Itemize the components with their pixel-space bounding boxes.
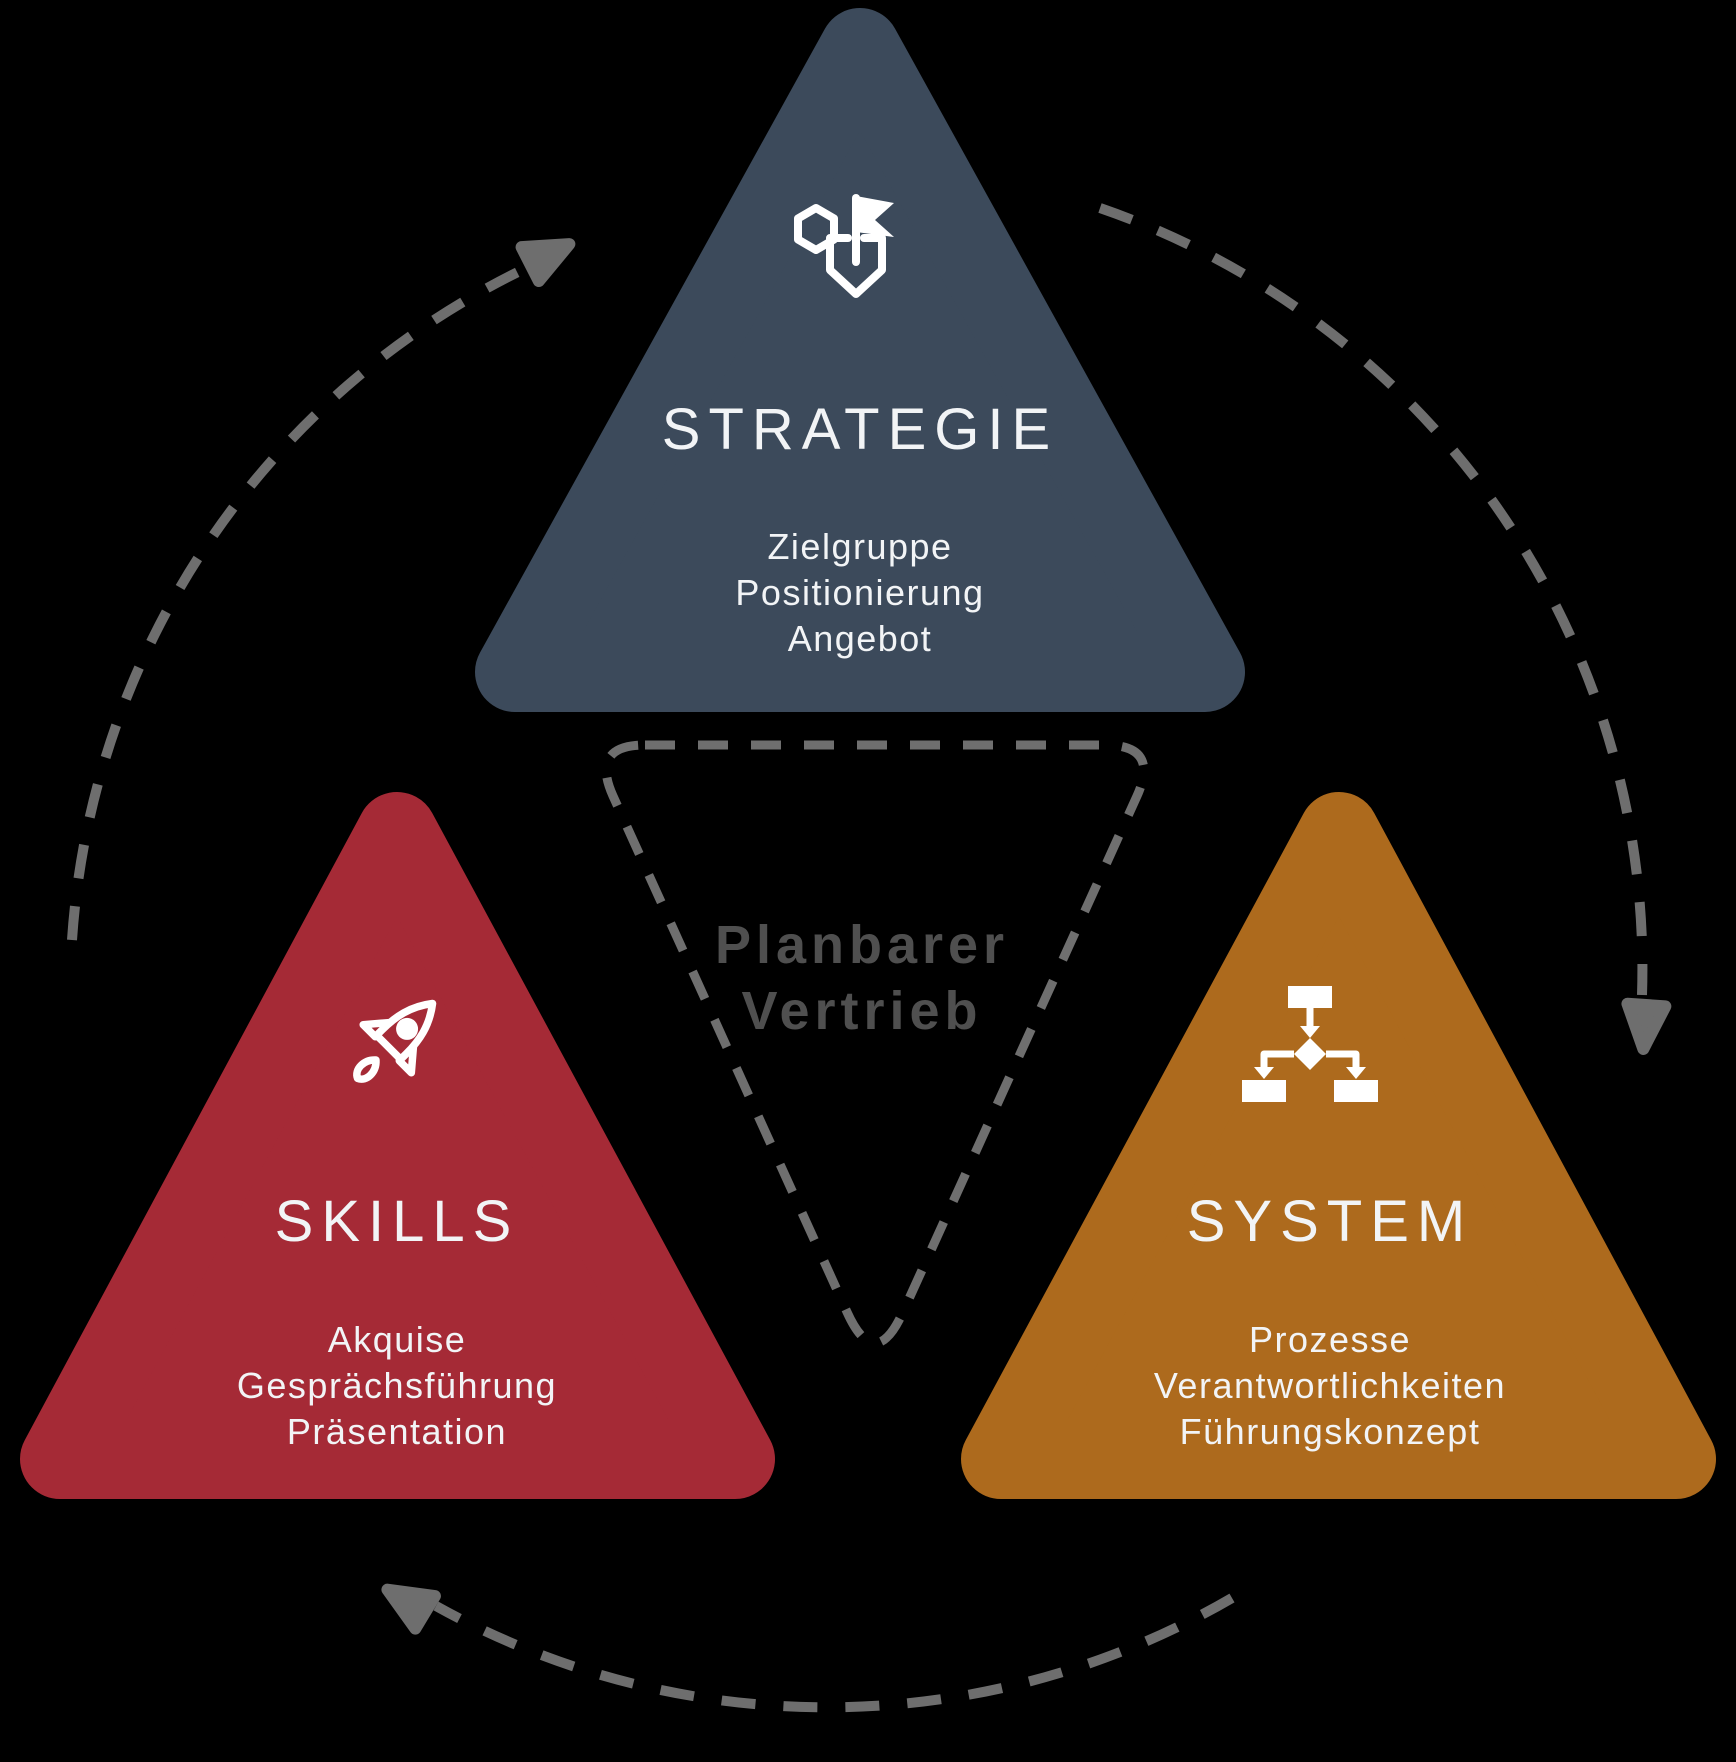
flowchart-arrow-right bbox=[1346, 1067, 1366, 1079]
cycle-arc-bottom bbox=[433, 1593, 1235, 1713]
skills-item: Präsentation bbox=[286, 1411, 508, 1452]
flowchart-arrow-down bbox=[1300, 1026, 1320, 1038]
flowchart-icon bbox=[1242, 986, 1378, 1102]
goal-flag-shield bbox=[826, 234, 886, 298]
skills-item: Gesprächsführung bbox=[236, 1365, 558, 1406]
system-item: Prozesse bbox=[1248, 1319, 1412, 1360]
flowchart-top-box bbox=[1288, 986, 1332, 1008]
arrowhead-top-left-icon bbox=[515, 238, 576, 288]
skills-items: Akquise Gesprächsführung Präsentation bbox=[47, 1317, 747, 1455]
strategie-item: Positionierung bbox=[735, 572, 985, 613]
cycle-arrowheads bbox=[381, 238, 1672, 1635]
strategie-items: Zielgruppe Positionierung Angebot bbox=[510, 524, 1210, 662]
rocket-exhaust-drop bbox=[353, 1056, 380, 1083]
rocket-icon bbox=[353, 999, 437, 1083]
rocket-fin-right bbox=[395, 1042, 418, 1077]
system-item: Führungskonzept bbox=[1179, 1411, 1481, 1452]
center-label: Planbarer Vertrieb bbox=[512, 912, 1212, 1044]
flowchart-branch-left bbox=[1260, 1050, 1294, 1068]
skills-triangle bbox=[20, 792, 775, 1499]
skills-title: SKILLS bbox=[274, 1189, 520, 1254]
center-label-line1: Planbarer bbox=[714, 915, 1010, 975]
strategie-item: Zielgruppe bbox=[767, 526, 953, 567]
skills-item: Akquise bbox=[327, 1319, 467, 1360]
goal-flag-icon bbox=[794, 194, 894, 298]
flowchart-arrow-left bbox=[1254, 1067, 1274, 1079]
flowchart-diamond bbox=[1294, 1038, 1326, 1070]
center-dashed-triangle bbox=[601, 740, 1149, 1348]
system-title: SYSTEM bbox=[1186, 1189, 1474, 1254]
cycle-arc-right bbox=[1098, 203, 1648, 996]
goal-flag-hexagon bbox=[794, 204, 838, 254]
arrowhead-right-icon bbox=[1621, 997, 1672, 1055]
cycle-arrows bbox=[67, 203, 1648, 1713]
center-label-line2: Vertrieb bbox=[741, 981, 983, 1041]
flowchart-branch-right bbox=[1326, 1050, 1360, 1068]
rocket-body bbox=[372, 999, 437, 1064]
strategie-triangle bbox=[475, 8, 1245, 712]
strategie-item: Angebot bbox=[787, 618, 933, 659]
system-triangle bbox=[961, 792, 1716, 1499]
arrowhead-bottom-left-icon bbox=[381, 1583, 441, 1635]
system-items: Prozesse Verantwortlichkeiten Führungsko… bbox=[980, 1317, 1680, 1455]
flowchart-bottom-box-left bbox=[1242, 1080, 1286, 1102]
system-item: Verantwortlichkeiten bbox=[1153, 1365, 1507, 1406]
goal-flag-banner bbox=[856, 196, 894, 237]
rocket-fin-left bbox=[359, 1018, 394, 1041]
strategie-title: STRATEGIE bbox=[661, 397, 1059, 462]
cycle-arc-left bbox=[67, 267, 521, 941]
flowchart-bottom-box-right bbox=[1334, 1080, 1378, 1102]
rocket-window bbox=[396, 1017, 419, 1040]
